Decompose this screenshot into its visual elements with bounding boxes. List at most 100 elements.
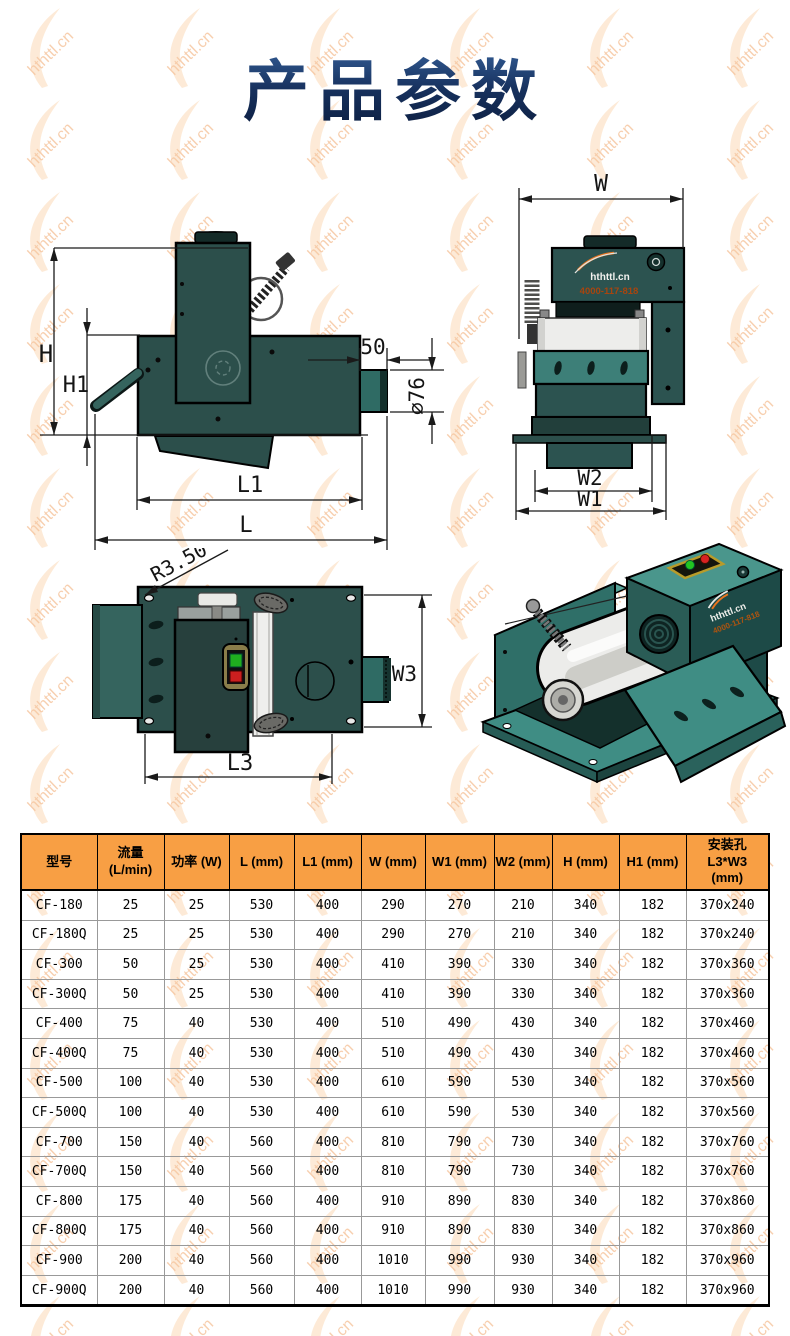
table-cell: 510 [361, 1038, 426, 1069]
table-cell: 400 [294, 1068, 362, 1099]
knob [646, 252, 666, 272]
table-cell: 990 [425, 1245, 495, 1276]
table-cell: 270 [425, 920, 495, 951]
table-cell: 182 [619, 1216, 687, 1247]
table-cell: 730 [494, 1127, 553, 1158]
table-cell: 730 [494, 1156, 553, 1187]
table-cell: 400 [294, 1156, 362, 1187]
table-cell: 390 [425, 949, 495, 980]
page-title: 产品参数 [0, 38, 790, 134]
table-cell: 370x560 [686, 1097, 769, 1128]
table-cell: 370x960 [699, 1282, 755, 1298]
table-cell: 530 [229, 890, 295, 921]
table-cell: 430 [494, 1008, 553, 1039]
table-cell: 182 [619, 1097, 687, 1128]
table-cell: 890 [425, 1216, 495, 1247]
table-cell: 175 [97, 1186, 165, 1217]
table-cell: 530 [229, 920, 295, 951]
table-cell: 340 [552, 1127, 620, 1158]
table-cell: 40 [164, 1127, 230, 1158]
table-cell: 25 [97, 920, 165, 951]
table-cell: 810 [361, 1127, 426, 1158]
table-cell: 182 [619, 979, 687, 1010]
table-cell: 40 [164, 1275, 230, 1306]
table-cell: CF-400Q [21, 1038, 98, 1069]
table-cell: 430 [494, 1038, 553, 1069]
table-cell: 400 [294, 1186, 362, 1217]
table-cell: 990 [425, 1275, 495, 1306]
table-cell: 340 [552, 1097, 620, 1128]
table-cell: 400 [294, 949, 362, 980]
table-cell: 400 [294, 1245, 362, 1276]
column-header: L1 (mm) [294, 834, 362, 891]
table-cell: 182 [619, 1038, 687, 1069]
dim-label-L1: L1 [237, 473, 264, 498]
table-cell: 370x460 [686, 1008, 769, 1039]
table-cell: 370x460 [686, 1038, 769, 1069]
table-cell: 182 [619, 1068, 687, 1099]
dim-label-H: H [39, 340, 53, 368]
table-cell: 182 [619, 1275, 687, 1306]
table-cell: 25 [97, 890, 165, 921]
table-cell: 25 [164, 949, 230, 980]
table-cell: CF-400 [21, 1008, 98, 1039]
table-cell: 210 [494, 920, 553, 951]
table-cell: CF-900 [21, 1245, 98, 1276]
table-cell: 790 [425, 1156, 495, 1187]
table-cell: 75 [97, 1038, 165, 1069]
dim-label-W1: W1 [577, 487, 602, 511]
spec-table: 型号流量(L/min)功率 (W)L (mm)L1 (mm)W (mm)W1 (… [20, 833, 770, 1308]
table-cell: 400 [294, 979, 362, 1010]
table-cell: 25 [164, 890, 230, 921]
table-cell: CF-180 [21, 890, 98, 921]
table-cell: CF-900Q [21, 1275, 98, 1306]
table-cell: 490 [425, 1008, 495, 1039]
table-cell: 530 [229, 1008, 295, 1039]
table-cell: 830 [494, 1216, 553, 1247]
table-cell: 340 [552, 1156, 620, 1187]
column-header: 型号 [21, 834, 98, 891]
start-button [229, 653, 243, 668]
table-cell: CF-700Q [21, 1156, 98, 1187]
table-cell: 530 [229, 1038, 295, 1069]
table-cell: 340 [552, 1216, 620, 1247]
brush-rod-3d [534, 609, 570, 651]
table-cell: 40 [164, 1097, 230, 1128]
table-cell: 400 [294, 1008, 362, 1039]
table-cell: 930 [494, 1245, 553, 1276]
table-cell: 560 [229, 1216, 295, 1247]
table-cell: 40 [164, 1068, 230, 1099]
table-cell: 200 [97, 1245, 165, 1276]
table-cell: CF-800 [21, 1186, 98, 1217]
table-cell: 370x560 [686, 1068, 769, 1099]
table-cell: 340 [552, 949, 620, 980]
table-cell: 340 [552, 1186, 620, 1217]
table-cell: 590 [425, 1097, 495, 1128]
table-cell: 330 [494, 949, 553, 980]
table-cell: 340 [552, 890, 620, 921]
dim-label-W: W [594, 172, 608, 197]
table-cell: 340 [552, 920, 620, 951]
table-cell: 610 [361, 1068, 426, 1099]
table-cell: 290 [361, 920, 426, 951]
table-cell: 40 [164, 1038, 230, 1069]
table-cell: 370x760 [686, 1127, 769, 1158]
table-cell: 400 [294, 1216, 362, 1247]
table-cell: 560 [229, 1156, 295, 1187]
table-cell: 175 [97, 1216, 165, 1247]
table-cell: 610 [361, 1097, 426, 1128]
green-button [685, 560, 695, 570]
table-cell: 182 [619, 1156, 687, 1187]
table-cell: 1010 [361, 1245, 426, 1276]
column-header: W2 (mm) [494, 834, 553, 891]
table-cell: 340 [552, 1275, 620, 1306]
